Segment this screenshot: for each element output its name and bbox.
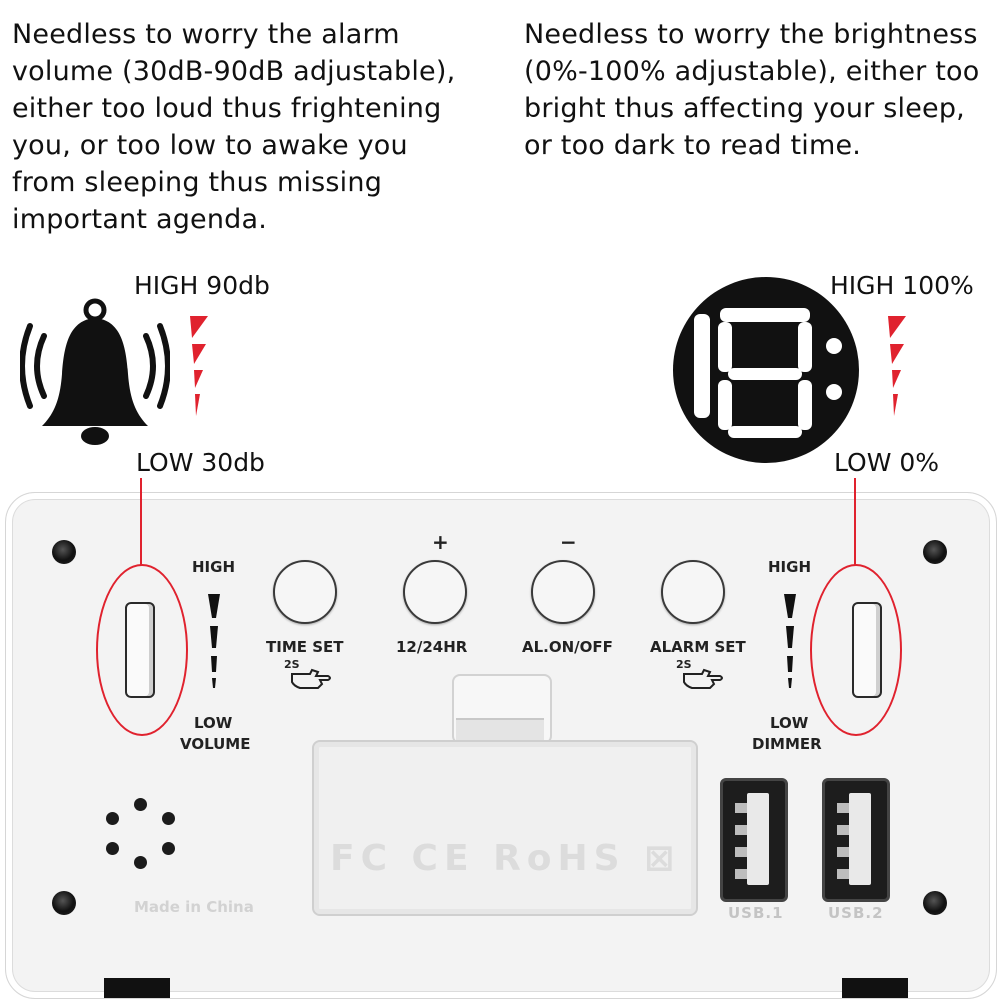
volume-low-label: LOW 30db (136, 448, 265, 477)
screw (923, 891, 947, 915)
volume-high-label: HIGH 90db (134, 271, 270, 300)
rubber-foot (104, 978, 170, 998)
volume-name-text: VOLUME (180, 735, 251, 753)
volume-low-text: LOW (194, 714, 233, 732)
time-set-hold: 2S (284, 658, 300, 671)
dimmer-low-text: LOW (770, 714, 809, 732)
dimmer-pointer-line (854, 478, 856, 566)
alarm-toggle-label: AL.ON/OFF (522, 638, 613, 656)
digit-display-icon (673, 277, 859, 463)
alarm-set-label: ALARM SET (650, 638, 746, 656)
rubber-foot (842, 978, 908, 998)
alarm-toggle-button[interactable] (531, 560, 595, 624)
volume-scale-icon (208, 594, 220, 688)
alarm-set-button[interactable] (661, 560, 725, 624)
usb-port-1-label: USB.1 (728, 904, 784, 922)
hour-format-button[interactable] (403, 560, 467, 624)
hour-format-label: 12/24HR (396, 638, 468, 656)
battery-cover[interactable] (312, 740, 698, 916)
volume-highlight-ring (96, 564, 188, 736)
usb-port-2-label: USB.2 (828, 904, 884, 922)
brightness-wedge-icon (888, 316, 906, 416)
stand-clip-base (456, 718, 544, 740)
hand-press-icon (291, 668, 331, 689)
screw (52, 891, 76, 915)
alarm-set-hold: 2S (676, 658, 692, 671)
volume-wheel[interactable] (125, 602, 155, 698)
hand-press-icon (683, 668, 723, 689)
volume-high-text: HIGH (192, 558, 236, 576)
dimmer-scale-icon (784, 594, 796, 688)
volume-pointer-line (140, 478, 142, 566)
dimmer-highlight-ring (810, 564, 902, 736)
dimmer-name-text: DIMMER (752, 735, 822, 753)
usb-port-1[interactable] (720, 778, 788, 902)
dimmer-high-text: HIGH (768, 558, 812, 576)
time-set-button[interactable] (273, 560, 337, 624)
speaker-grille (100, 798, 184, 869)
plus-symbol: + (432, 530, 449, 554)
usb-port-2[interactable] (822, 778, 890, 902)
volume-caption: Needless to worry the alarm volume (30dB… (12, 19, 456, 235)
screw (923, 540, 947, 564)
screw (52, 540, 76, 564)
brightness-high-label: HIGH 100% (830, 271, 974, 300)
volume-wedge-icon (190, 316, 208, 416)
made-in-text: Made in China (134, 898, 254, 916)
brightness-caption: Needless to worry the brightness (0%-100… (524, 19, 980, 161)
brightness-low-label: LOW 0% (834, 448, 940, 477)
certification-marks: FC CE RoHS ⊠ (330, 838, 681, 879)
time-set-label: TIME SET (266, 638, 344, 656)
dimmer-wheel[interactable] (852, 602, 882, 698)
minus-symbol: − (560, 530, 577, 554)
bell-icon (20, 298, 170, 445)
